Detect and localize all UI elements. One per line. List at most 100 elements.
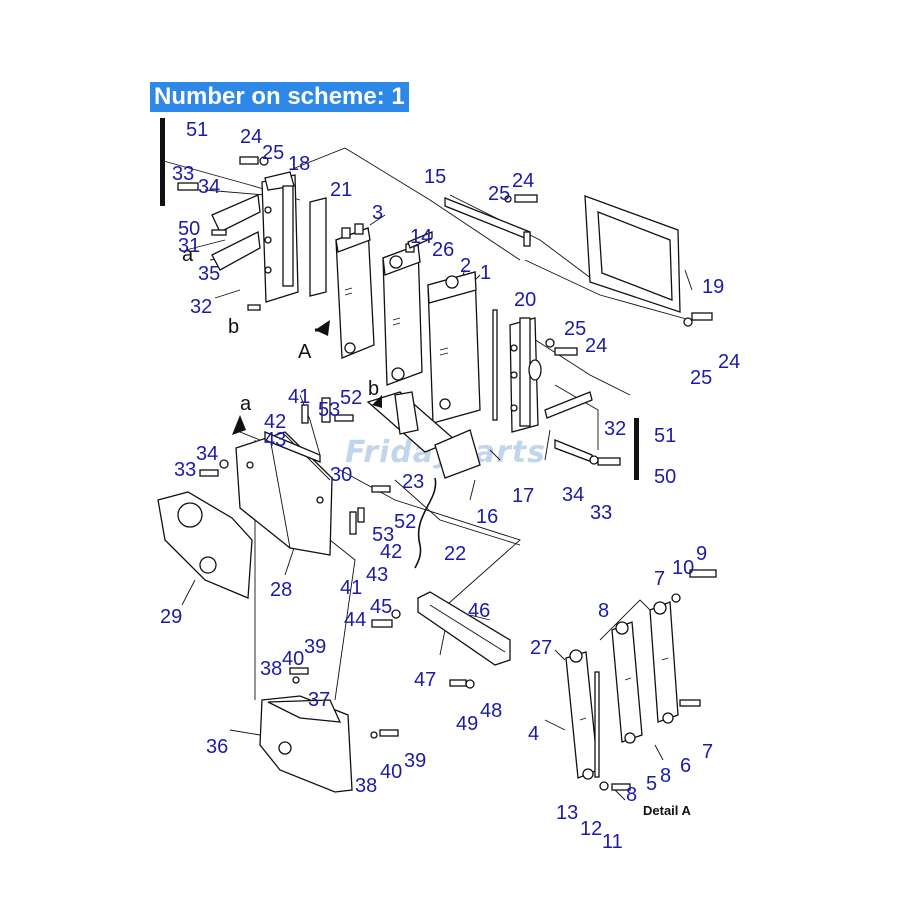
- callout: 42: [264, 411, 286, 433]
- callout: 34: [562, 484, 584, 506]
- callout: 39: [404, 750, 426, 772]
- callout: 31: [178, 235, 200, 257]
- callout: 6: [680, 755, 691, 777]
- callout: 47: [414, 669, 436, 691]
- scheme-number-label: Number on scheme: 1: [150, 82, 409, 112]
- callout: 8: [598, 600, 609, 622]
- callout: 9: [696, 543, 707, 565]
- stay-32-right: [544, 391, 593, 463]
- bolts-upper-left: [177, 156, 269, 311]
- bolts-47-49-48: [449, 679, 475, 689]
- callout: 2: [460, 255, 471, 277]
- callout: 16: [476, 506, 498, 528]
- view-letter-a-top: a: [182, 244, 194, 266]
- callout: 53: [372, 524, 394, 546]
- callout: 1: [480, 262, 491, 284]
- callout: 27: [530, 637, 552, 659]
- callout: 24: [240, 126, 262, 148]
- callout: 8: [626, 784, 637, 806]
- callout: 41: [340, 577, 362, 599]
- hose-22: [414, 477, 437, 569]
- view-letter-b-top: b: [228, 316, 239, 338]
- callout: 40: [380, 761, 402, 783]
- callout-numbers: 51 24 25 18 33 34 21 50 31 35 32 3 14 26…: [160, 119, 740, 853]
- callout: 7: [702, 741, 713, 763]
- callout: 45: [370, 596, 392, 618]
- callout: 42: [380, 541, 402, 563]
- plate-21: [309, 197, 327, 297]
- view-letter-A: A: [298, 341, 312, 363]
- bracket-34-35: [211, 194, 261, 271]
- callout: 12: [580, 818, 602, 840]
- callout: 5: [646, 773, 657, 795]
- callout: 36: [206, 736, 228, 758]
- cover-30: [235, 431, 333, 556]
- callout: 34: [198, 176, 220, 198]
- callout: 49: [456, 713, 478, 735]
- callout: 25: [262, 142, 284, 164]
- mount-plate-center: [366, 391, 481, 479]
- rod-51-right: [634, 418, 639, 480]
- callout: 43: [264, 429, 286, 451]
- cooler-2: [382, 243, 423, 386]
- callout: 23: [402, 471, 424, 493]
- bolts-38-40-39: [289, 667, 399, 739]
- plate-14: [407, 231, 433, 249]
- callout: 19: [702, 276, 724, 298]
- callout: 28: [270, 579, 292, 601]
- bolts-52-53: [334, 414, 391, 493]
- callout: 30: [330, 464, 352, 486]
- rod-51-upper: [160, 118, 165, 206]
- callout: 18: [288, 153, 310, 175]
- view-letter-b-mid: b: [368, 378, 379, 400]
- callout: 33: [172, 163, 194, 185]
- bracket-15: [444, 194, 538, 247]
- cooler-6-detail: [649, 601, 679, 724]
- callout: 25: [690, 367, 712, 389]
- strip-43: [264, 431, 321, 463]
- callout: 13: [556, 802, 578, 824]
- callout: 24: [585, 335, 607, 357]
- radiator-1: [427, 271, 481, 424]
- callout: 50: [178, 218, 200, 240]
- callout: 11: [602, 831, 623, 853]
- callout: 25: [564, 318, 586, 340]
- callout: 22: [444, 543, 466, 565]
- callout: 7: [654, 568, 665, 590]
- cooler-5-detail: [611, 621, 643, 744]
- callout: 48: [480, 700, 502, 722]
- cover-29: [157, 491, 253, 599]
- callout: 51: [186, 119, 208, 141]
- callout: 21: [330, 179, 352, 201]
- callout: 24: [718, 351, 740, 373]
- clips-41-42: [301, 397, 365, 535]
- callout: 44: [344, 609, 366, 631]
- bracket-46: [417, 591, 511, 666]
- callout: 34: [196, 443, 218, 465]
- callout: 41: [288, 386, 310, 408]
- callout: 53: [318, 399, 340, 421]
- callout: 24: [512, 170, 534, 192]
- callout: 29: [160, 606, 182, 628]
- bolts-19: [683, 312, 713, 327]
- callout: 4: [528, 723, 539, 745]
- callout: 39: [304, 636, 326, 658]
- callout: 3: [372, 202, 383, 224]
- callout: 51: [654, 425, 676, 447]
- callout: 38: [260, 658, 282, 680]
- callout: 43: [366, 564, 388, 586]
- callout: 38: [355, 775, 377, 797]
- bolts-33-34-right: [589, 455, 621, 466]
- bolts-33-34-left: [199, 459, 229, 477]
- callout: 40: [282, 648, 304, 670]
- callout: 26: [432, 239, 454, 261]
- callout: 17: [512, 485, 534, 507]
- callout: 50: [654, 466, 676, 488]
- view-arrows: [232, 320, 382, 435]
- callout: 35: [198, 263, 220, 285]
- callout: 37: [308, 689, 330, 711]
- callout: 25: [488, 183, 510, 205]
- callout: 8: [660, 765, 671, 787]
- shroud-19: [584, 195, 681, 313]
